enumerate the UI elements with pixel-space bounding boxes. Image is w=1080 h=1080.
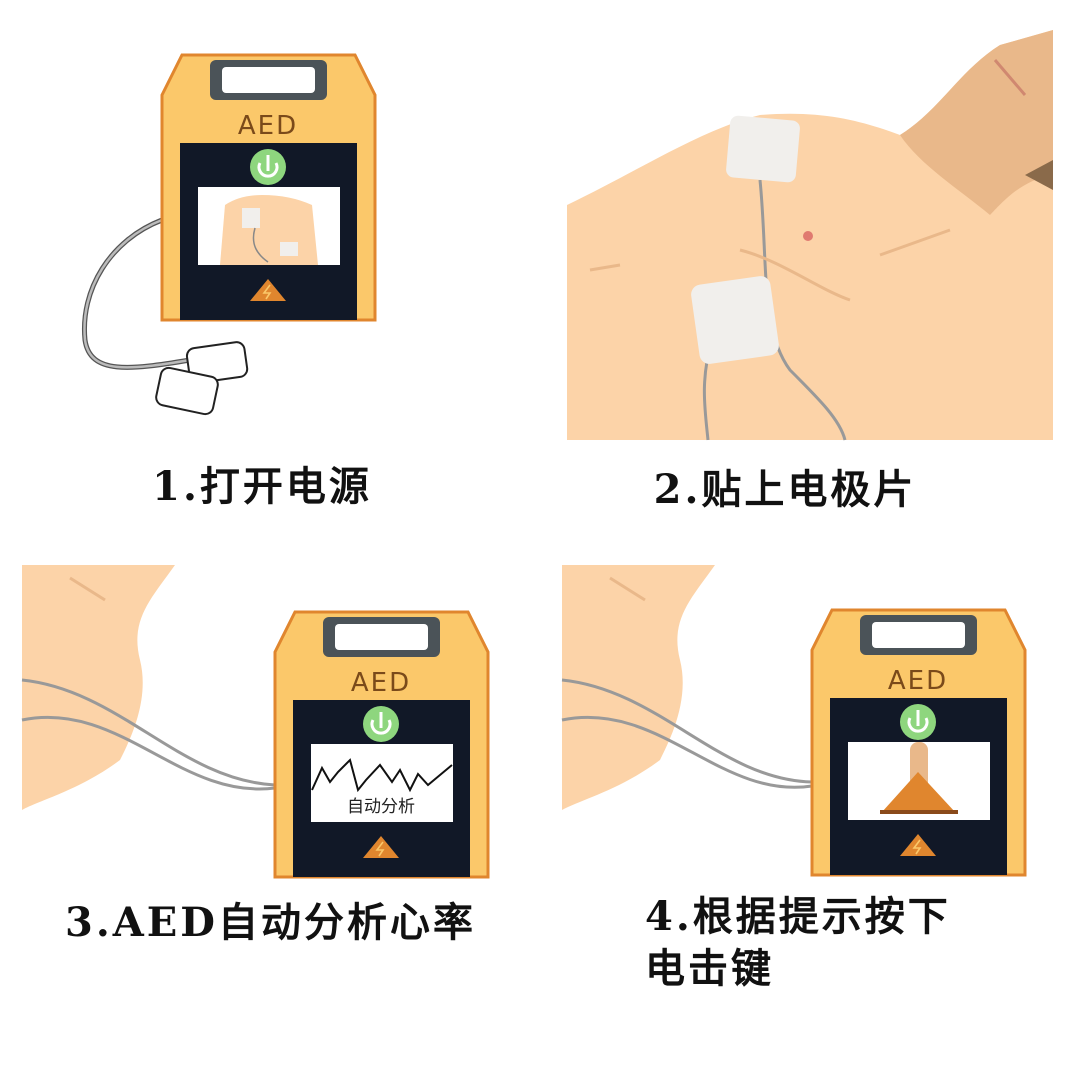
- aed-label: AED: [238, 111, 298, 141]
- step-2-caption: 2.贴上电极片: [654, 466, 917, 513]
- step-3-illustration: AED 自动分析: [21, 565, 490, 879]
- electrode-pad: [155, 366, 219, 416]
- step-4-caption-line2: 电击键: [645, 945, 774, 992]
- aed-label: AED: [351, 668, 411, 698]
- neck: [900, 30, 1053, 215]
- chest-preview: [220, 195, 318, 265]
- step-1-illustration: AED: [81, 53, 377, 416]
- step-1-caption: 1.打开电源: [152, 463, 372, 510]
- electrode-pad-lower: [691, 276, 779, 364]
- step-4-caption-line1: 4.根据提示按下: [645, 893, 951, 940]
- aed-label: AED: [888, 666, 948, 696]
- electrode-pad-upper: [726, 115, 800, 183]
- ecg-waveform: [311, 758, 453, 793]
- electrode-pad: [185, 341, 249, 384]
- aed-device: [160, 53, 377, 322]
- step-3-caption: 3.AED自动分析心率: [65, 899, 476, 946]
- aed-device: [273, 610, 490, 879]
- nipple: [803, 231, 813, 241]
- pad-wire: [758, 179, 847, 441]
- screen-text: 自动分析: [347, 797, 415, 817]
- step-4-illustration: AED: [561, 565, 1027, 877]
- shock-button: [882, 772, 955, 812]
- step-2-illustration: [567, 30, 1053, 441]
- patient-face: [22, 565, 175, 810]
- patient-face: [562, 565, 715, 810]
